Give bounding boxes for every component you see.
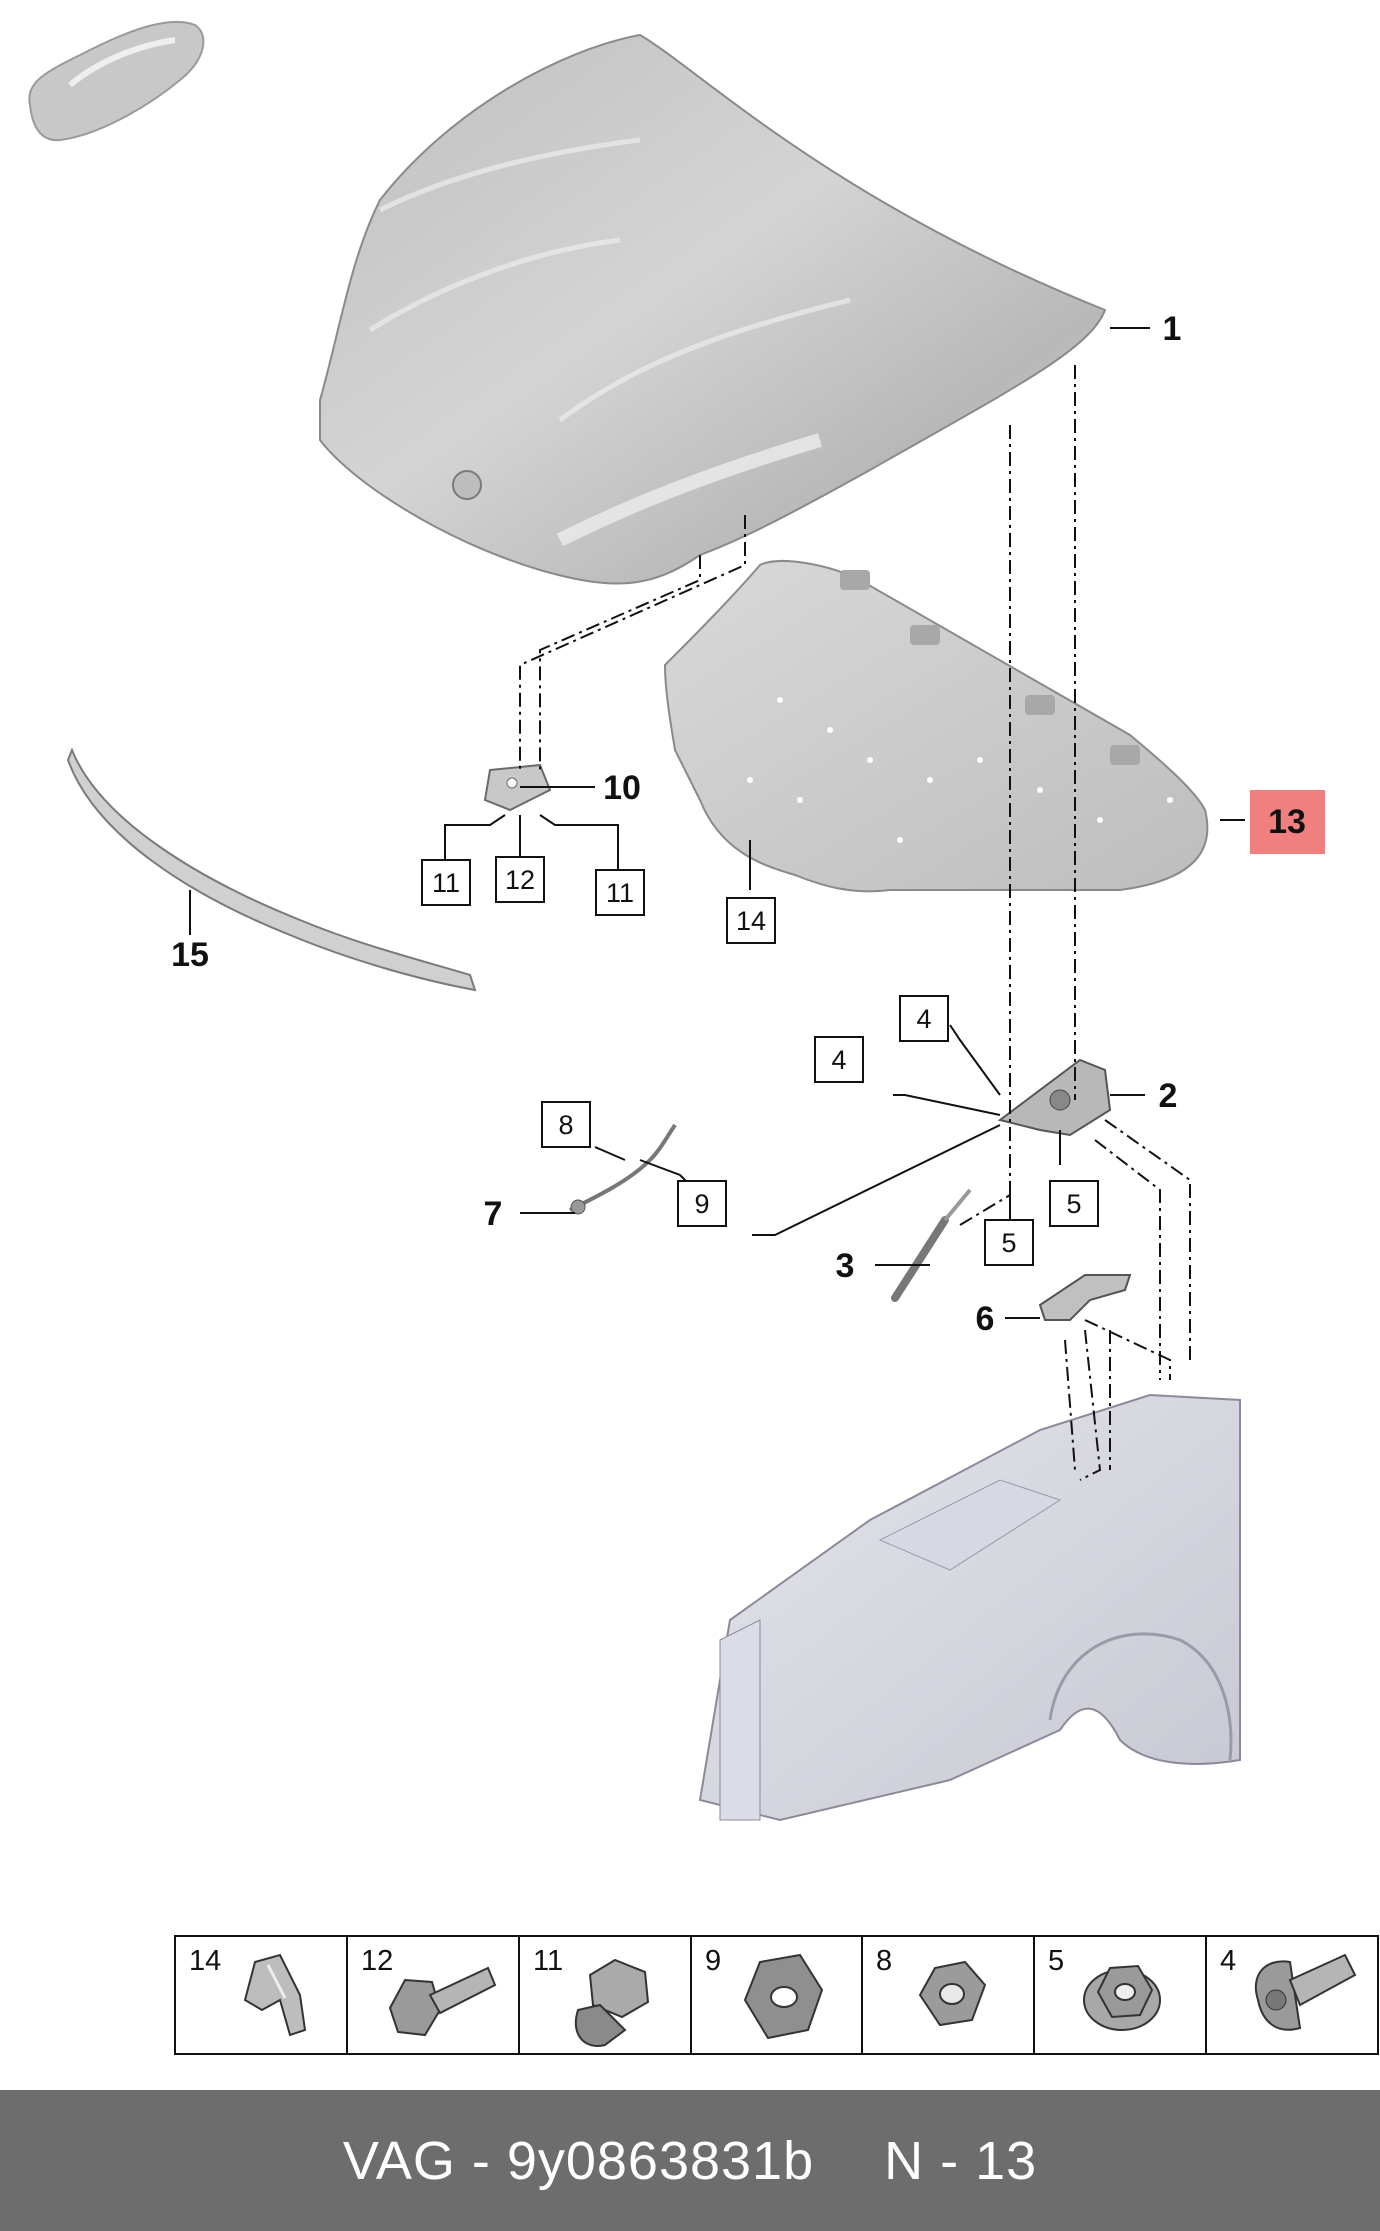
legend-num-4: 4 <box>1220 1945 1236 1977</box>
legend-num-5: 5 <box>1048 1945 1064 1977</box>
flange-nut-icon <box>1083 1964 1161 2031</box>
callout-15: 15 <box>171 936 209 974</box>
leader-lines <box>189 327 1245 1319</box>
footer-bar: VAG - 9y0863831b N - 13 <box>0 2090 1380 2231</box>
hood-panel <box>319 33 1107 585</box>
callout-3: 3 <box>836 1247 855 1285</box>
release-cable <box>569 1123 677 1215</box>
box-label-5b: 5 <box>1001 1228 1016 1258</box>
gas-strut <box>891 1188 972 1302</box>
washer-icon <box>743 1953 824 2040</box>
legend-num-9: 9 <box>705 1945 721 1977</box>
box-label-11a: 11 <box>432 868 460 898</box>
seal-strip <box>66 747 477 992</box>
legend-num-11: 11 <box>533 1945 563 1977</box>
callout-13: 13 <box>1268 803 1306 841</box>
diagram-reference: N - 13 <box>884 2130 1038 2191</box>
box-label-14: 14 <box>736 906 766 936</box>
hood-lock <box>997 1058 1112 1137</box>
parts-diagram: 1 2 3 6 7 10 15 13 4 4 5 5 8 9 11 11 12 … <box>28 20 1379 2055</box>
callout-6: 6 <box>976 1300 995 1338</box>
box-label-12: 12 <box>505 865 535 895</box>
insulation-pad <box>663 559 1209 893</box>
callout-13-highlight <box>1250 790 1325 854</box>
legend-num-14: 14 <box>189 1945 221 1977</box>
cap-nut-icon <box>574 1958 650 2047</box>
callout-10: 10 <box>603 769 641 807</box>
clip-icon <box>243 1953 307 2037</box>
assembly-lines <box>519 365 1191 1481</box>
part-number: VAG - 9y0863831b <box>342 2130 815 2191</box>
parts-legend: 14 12 11 9 8 5 4 <box>174 1935 1379 2055</box>
box-label-4b: 4 <box>831 1045 846 1075</box>
callouts: 1 2 3 6 7 10 15 13 <box>171 310 1325 1338</box>
hex-nut-icon <box>918 1960 987 2027</box>
torx-bolt-icon <box>1254 1953 1357 2031</box>
box-label-4a: 4 <box>916 1004 931 1034</box>
callout-7: 7 <box>484 1195 503 1233</box>
box-label-8: 8 <box>558 1110 573 1140</box>
car-body-front <box>698 1393 1241 1822</box>
callout-2: 2 <box>1159 1077 1178 1115</box>
box-label-5a: 5 <box>1066 1189 1081 1219</box>
car-thumbnail-icon <box>28 20 205 142</box>
boxed-labels: 4 4 5 5 8 9 11 11 12 14 <box>421 856 1099 1266</box>
box-label-11b: 11 <box>606 878 634 908</box>
callout-1: 1 <box>1163 310 1182 348</box>
lock-bracket <box>1038 1274 1132 1321</box>
hex-bolt-icon <box>388 1966 497 2037</box>
legend-num-8: 8 <box>876 1945 892 1977</box>
box-label-9: 9 <box>694 1189 709 1219</box>
bracket-part <box>483 763 552 812</box>
legend-num-12: 12 <box>361 1945 393 1977</box>
